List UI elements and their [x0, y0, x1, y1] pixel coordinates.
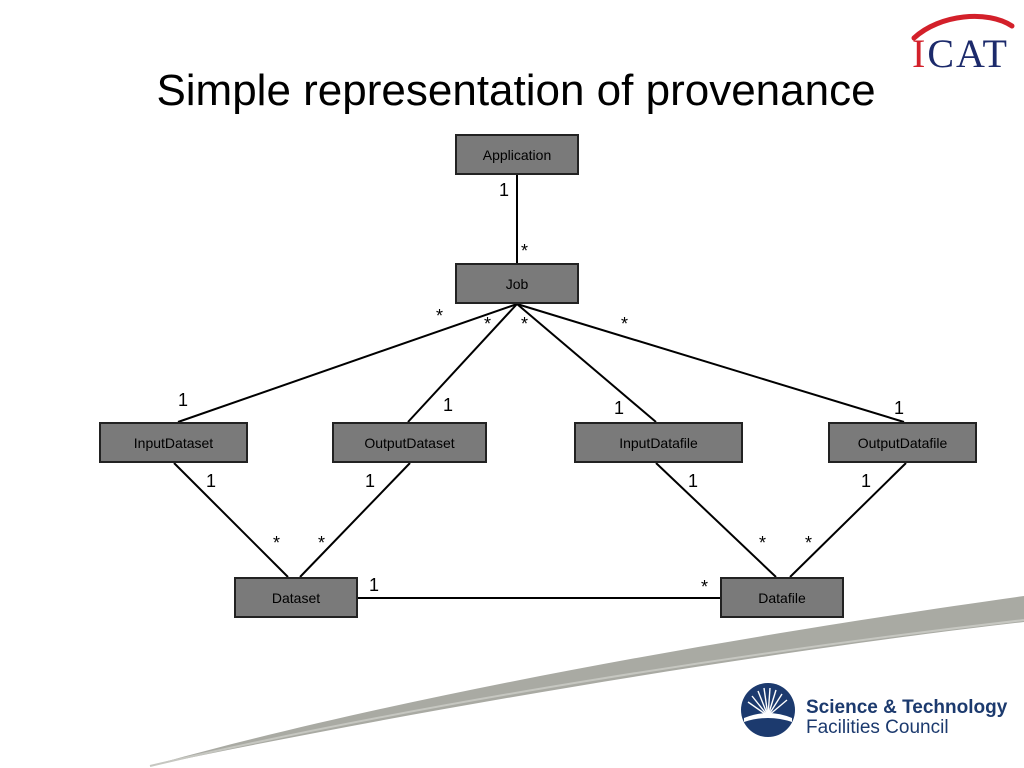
mult-indatafile-datafile-datafile: * — [759, 533, 767, 553]
edge-outputdataset-dataset — [299, 462, 411, 578]
mult-job-indatafile-job: * — [521, 314, 529, 334]
stfc-logo-line1: Science & Technology — [806, 697, 1008, 718]
mult-dataset-datafile-dataset: 1 — [369, 575, 380, 595]
mult-outdatafile-datafile-datafile: * — [805, 533, 813, 553]
node-input-dataset: InputDataset — [99, 422, 248, 463]
mult-job-outdatafile-job: * — [621, 314, 629, 334]
mult-dataset-datafile-datafile: * — [701, 577, 709, 597]
mult-job-indataset-job: * — [436, 306, 444, 326]
node-dataset: Dataset — [234, 577, 358, 618]
icat-logo: ICAT — [912, 31, 1009, 76]
mult-job-indataset-indataset: 1 — [178, 390, 189, 410]
node-datafile: Datafile — [720, 577, 844, 618]
edge-job-inputdatafile — [516, 303, 657, 423]
stfc-sunburst-icon — [741, 683, 795, 737]
mult-indataset-dataset-indataset: 1 — [206, 471, 217, 491]
mult-job-outdataset-outdataset: 1 — [443, 395, 454, 415]
node-output-datafile: OutputDatafile — [828, 422, 977, 463]
mult-outdatafile-datafile-outdatafile: 1 — [861, 471, 872, 491]
edge-inputdataset-dataset — [173, 462, 289, 578]
mult-app-job-app: 1 — [499, 180, 510, 200]
mult-outdataset-dataset-outdataset: 1 — [365, 471, 376, 491]
edge-inputdatafile-datafile — [655, 462, 777, 578]
mult-job-indatafile-indatafile: 1 — [614, 398, 625, 418]
icat-logo-arc-icon — [911, 13, 1015, 41]
edge-outputdatafile-datafile — [789, 462, 907, 578]
mult-job-outdataset-job: * — [484, 314, 492, 334]
mult-outdataset-dataset-dataset: * — [318, 533, 326, 553]
edge-job-inputdataset — [177, 303, 518, 423]
node-input-datafile: InputDatafile — [574, 422, 743, 463]
edge-job-outputdataset — [407, 303, 518, 423]
mult-app-job-job: * — [521, 241, 529, 261]
stfc-logo: Science & Technology Facilities Council — [806, 698, 1007, 738]
node-output-dataset: OutputDataset — [332, 422, 487, 463]
node-job: Job — [455, 263, 579, 304]
mult-indataset-dataset-dataset: * — [273, 533, 281, 553]
edge-job-outputdatafile — [516, 303, 905, 423]
node-application: Application — [455, 134, 579, 175]
slide-title: Simple representation of provenance — [156, 66, 876, 115]
mult-indatafile-datafile-indatafile: 1 — [688, 471, 699, 491]
stfc-logo-line2: Facilities Council — [806, 716, 949, 738]
mult-job-outdatafile-outdatafile: 1 — [894, 398, 905, 418]
